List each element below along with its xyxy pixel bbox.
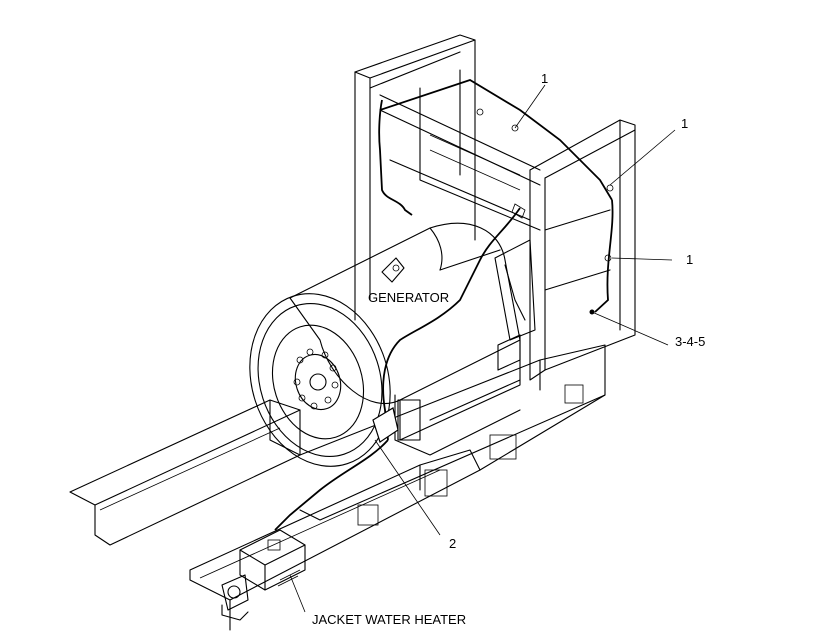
leader-1-mid — [611, 257, 673, 261]
callout-1-right: 1 — [681, 116, 688, 131]
leader-345 — [591, 311, 669, 346]
radiator-frame — [354, 34, 636, 381]
base-frame — [69, 344, 606, 631]
callout-2: 2 — [449, 536, 456, 551]
generator — [249, 222, 536, 467]
callout-1-top: 1 — [541, 71, 548, 86]
callout-3-4-5: 3-4-5 — [675, 334, 705, 349]
jacket-water-heater-label: JACKET WATER HEATER — [312, 612, 466, 627]
jacket-water-heater — [221, 529, 306, 621]
generator-label: GENERATOR — [368, 290, 449, 305]
wiring-harness — [274, 203, 526, 531]
callout-1-mid: 1 — [686, 252, 693, 267]
callout-leaders — [289, 84, 676, 613]
leader-heater — [289, 574, 306, 613]
leader-1-top — [514, 84, 546, 129]
leader-1-right — [609, 129, 676, 186]
leader-2 — [374, 439, 441, 536]
